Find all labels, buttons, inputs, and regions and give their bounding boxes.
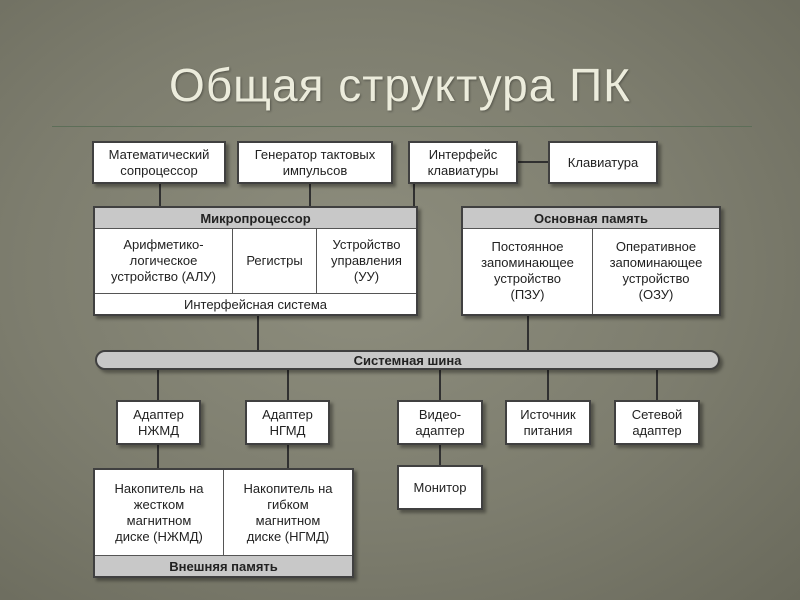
interface-system-row: Интерфейсная система <box>95 293 416 314</box>
slide-title: Общая структура ПК <box>169 59 631 111</box>
system-bus: Системная шина <box>95 350 720 370</box>
alu-cell: Арифметико- логическое устройство (АЛУ) <box>95 228 233 294</box>
title-divider <box>52 126 752 127</box>
rom-cell: Постоянное запоминающее устройство (ПЗУ) <box>463 228 593 314</box>
registers-cell: Регистры <box>233 228 317 294</box>
clock-generator-box: Генератор тактовых импульсов <box>237 141 393 184</box>
main-memory-group: Основная память Постоянное запоминающее … <box>461 206 721 316</box>
fdd-drive-cell: Накопитель на гибком магнитном диске (НГ… <box>243 481 333 544</box>
external-memory-group: Накопитель на жестком магнитном диске (Н… <box>93 468 354 578</box>
keyboard-box: Клавиатура <box>548 141 658 184</box>
fdd-adapter-box: Адаптер НГМД <box>245 400 330 445</box>
control-unit-cell: Устройство управления (УУ) <box>331 237 402 284</box>
microprocessor-group: Микропроцессор Арифметико- логическое ус… <box>93 206 418 316</box>
video-adapter-box: Видео- адаптер <box>397 400 483 445</box>
network-adapter-box: Сетевой адаптер <box>614 400 700 445</box>
ram-cell: Оперативное запоминающее устройство (ОЗУ… <box>609 239 703 302</box>
monitor-box: Монитор <box>397 465 483 510</box>
main-memory-header: Основная память <box>463 208 719 229</box>
hdd-drive-cell: Накопитель на жестком магнитном диске (Н… <box>95 470 224 556</box>
power-supply-box: Источник питания <box>505 400 591 445</box>
hdd-adapter-box: Адаптер НЖМД <box>116 400 201 445</box>
external-memory-footer: Внешняя память <box>95 555 352 576</box>
keyboard-interface-box: Интерфейс клавиатуры <box>408 141 518 184</box>
coprocessor-box: Математический сопроцессор <box>92 141 226 184</box>
microprocessor-header: Микропроцессор <box>95 208 416 229</box>
